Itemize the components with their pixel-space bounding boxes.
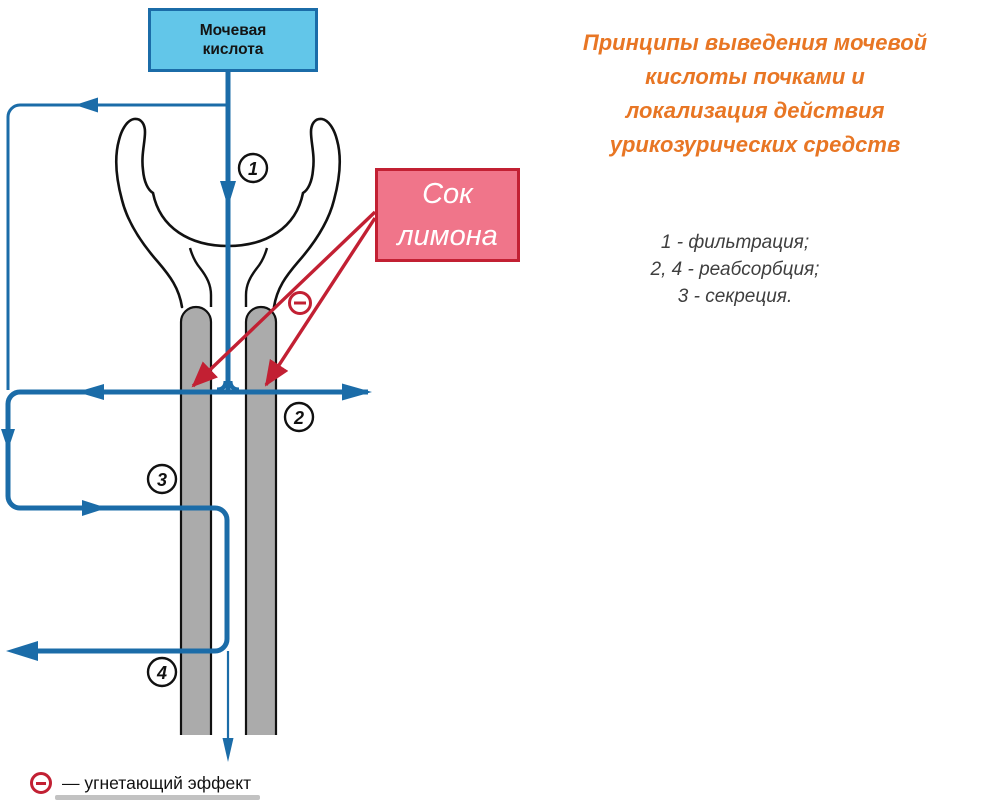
title-line-3: локализация действия: [625, 98, 885, 123]
arrowhead-right-secretion: [82, 500, 107, 516]
arrowhead-down-left-line: [1, 429, 15, 450]
arrowhead-down-filtration: [220, 181, 236, 207]
inhibition-arrow-1: [191, 210, 377, 388]
arrowhead-left-mid: [77, 384, 104, 400]
flow-loop-line: [5, 389, 368, 654]
minus-in-circle-icon: [30, 772, 52, 794]
bottom-edge-strip: [55, 795, 260, 800]
lemon-juice-label-line1: Сок: [422, 178, 473, 210]
title-line-2: кислоты почками и: [645, 64, 865, 89]
step-marker-4: 4: [146, 656, 178, 688]
recirculation-line-top: [6, 103, 228, 390]
note-line-3: 3 - секреция.: [677, 286, 793, 307]
note-line-1: 1 - фильтрация;: [660, 232, 810, 253]
legend-text: — угнетающий эффект: [62, 772, 252, 793]
lemon-juice-box: Сок лимона: [375, 168, 520, 262]
svg-text:4: 4: [156, 663, 167, 683]
step-marker-2: 2: [283, 401, 315, 433]
minus-in-circle-icon: [288, 291, 312, 315]
uric-acid-label-line2: кислота: [202, 41, 264, 58]
arrowhead-down-excretion: [222, 738, 234, 762]
svg-text:3: 3: [157, 470, 167, 490]
junction-fillet-left: [216, 380, 228, 392]
title-line-1: Принципы выведения мочевой: [582, 30, 928, 55]
legend: — угнетающий эффект: [30, 771, 251, 795]
junction-fillet-right: [228, 380, 240, 392]
step-marker-1: 1: [237, 152, 269, 184]
arrowhead-left-top: [75, 97, 98, 113]
lemon-juice-label-line2: лимона: [397, 220, 498, 252]
title-line-4: урикозурических средств: [609, 132, 901, 157]
tubule-wall-right: [244, 305, 278, 735]
step-notes: 1 - фильтрация; 2, 4 - реабсорбция; 3 - …: [520, 229, 950, 310]
step-marker-3: 3: [146, 463, 178, 495]
capsule-stem-inner-right: [244, 247, 269, 307]
inhibition-arrow-2: [264, 217, 377, 387]
page-title: Принципы выведения мочевой кислоты почка…: [540, 26, 970, 162]
note-line-2: 2, 4 - реабсорбция;: [650, 259, 820, 280]
arrowhead-right-reabsorption: [342, 383, 372, 401]
capsule-stem-inner-left: [188, 247, 213, 307]
uric-acid-box: Мочевая кислота: [148, 8, 318, 72]
uric-acid-label-line1: Мочевая: [199, 22, 267, 39]
tubule-wall-left: [179, 305, 213, 735]
svg-text:1: 1: [248, 159, 258, 179]
svg-text:2: 2: [293, 408, 304, 428]
arrowhead-left-exit: [6, 641, 38, 661]
minus-bar: [36, 781, 46, 785]
